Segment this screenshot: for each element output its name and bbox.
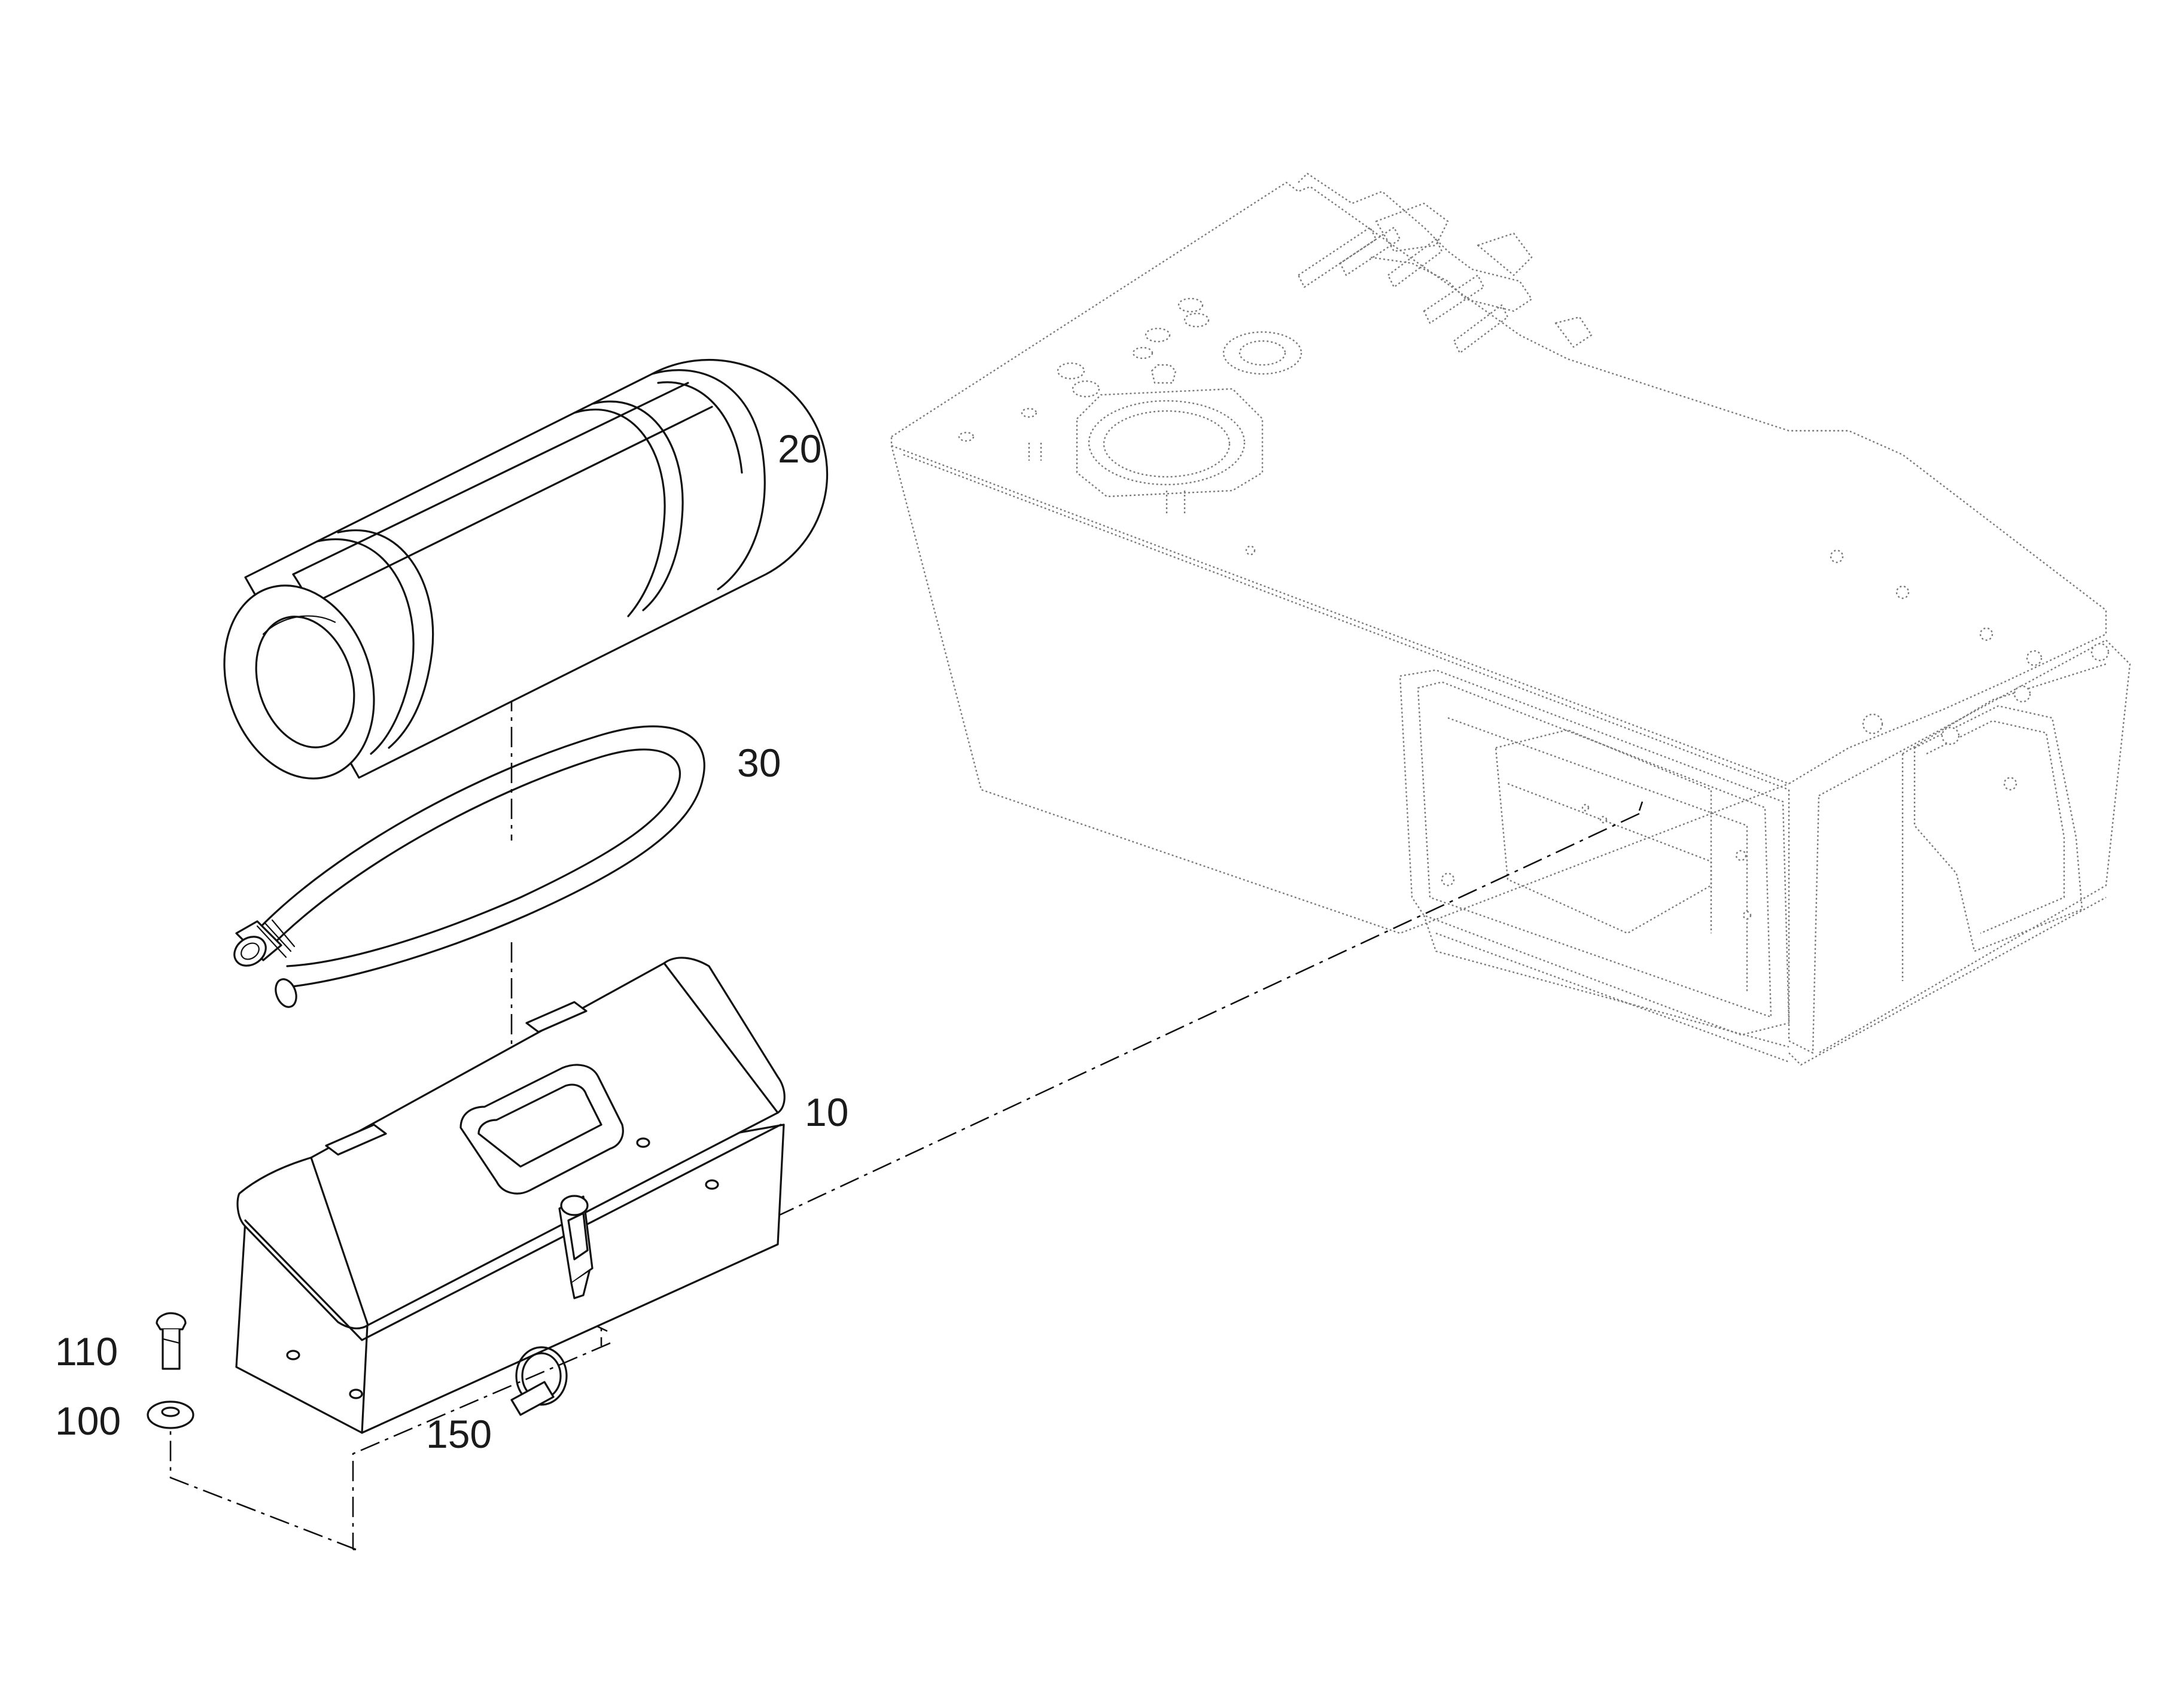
part-10-tool-box	[235, 957, 786, 1434]
label-part-10: 10	[805, 1090, 848, 1134]
part-150-lynch-pin	[510, 1346, 568, 1416]
label-part-110: 110	[55, 1329, 118, 1374]
machine-frame-ghost	[890, 172, 2131, 1066]
label-part-30: 30	[737, 741, 781, 785]
part-20-filter-cylinder	[223, 358, 829, 780]
part-30-hose	[233, 725, 705, 1008]
label-part-100: 100	[55, 1399, 121, 1443]
part-110-bolt	[156, 1312, 187, 1370]
label-part-20: 20	[778, 427, 821, 471]
label-part-150: 150	[426, 1412, 492, 1456]
part-100-washer	[147, 1401, 194, 1429]
